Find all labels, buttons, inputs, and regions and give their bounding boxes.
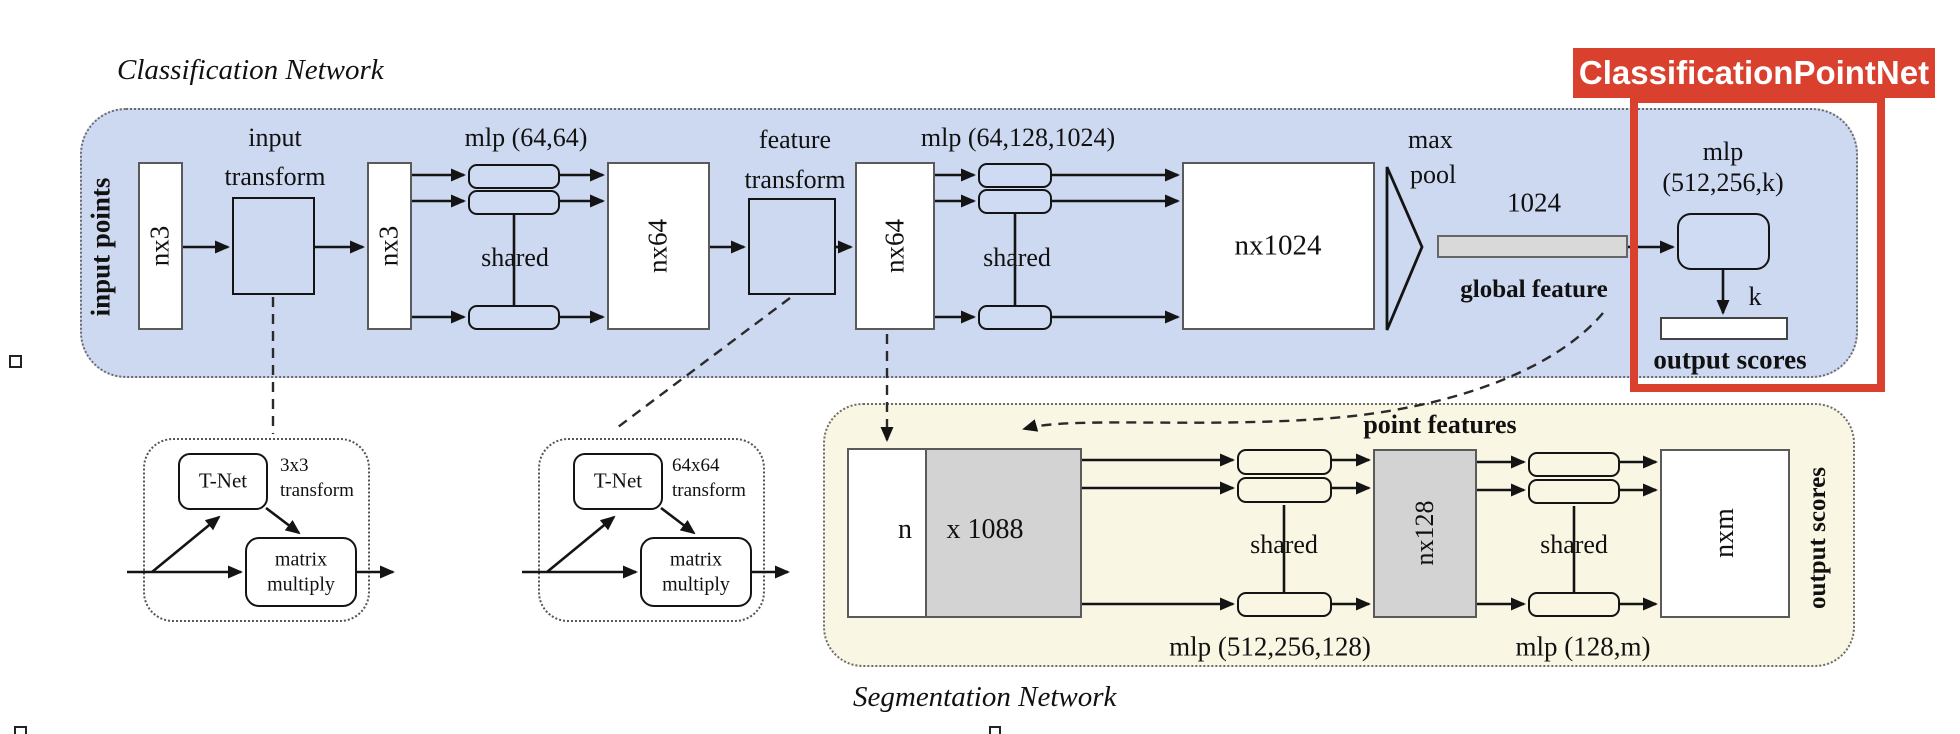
mlp-layer-box: [978, 305, 1052, 330]
matrix-multiply-box-2-label-line2: multiply: [662, 573, 730, 596]
mlp-128-m-label: mlp (128,m): [1515, 631, 1651, 662]
segmentation-network-title: Segmentation Network: [853, 681, 1117, 713]
nx128-box: [1373, 449, 1477, 618]
matrix-multiply-box-2: [640, 537, 752, 607]
input-transform-box: [232, 197, 315, 295]
shared-label-3: shared: [1250, 530, 1318, 559]
mlp-512-256-k-label-line1: mlp: [1702, 137, 1744, 166]
point-features-label: point features: [1363, 410, 1517, 439]
max-pool-label-line1: max: [1408, 125, 1453, 154]
feature-transform-label-line2: transform: [744, 165, 846, 194]
nx1024-label: nx1024: [1234, 229, 1322, 262]
mlp-layer-box: [468, 305, 560, 330]
tnet-box-1: [178, 453, 268, 510]
tnet-box-2-label: T-Net: [593, 468, 643, 493]
tnet-box-2: [573, 453, 663, 510]
shared-label-2: shared: [983, 243, 1051, 272]
mlp-layer-box: [978, 189, 1052, 214]
stray-square-glyph: [989, 726, 1001, 734]
classification-pointnet-highlight-frame: [1630, 95, 1885, 392]
mlp-512-256-k-label-line2: (512,256,k): [1662, 168, 1784, 197]
nx1024-box: [1182, 162, 1375, 330]
mlp-layer-box: [1528, 592, 1620, 617]
shared-label-4: shared: [1540, 530, 1608, 559]
nx3-box-1: [138, 162, 183, 330]
input-transform-label-line1: input: [248, 123, 302, 152]
mlp-layer-box: [1237, 449, 1332, 475]
matrix-multiply-box-1: [245, 537, 357, 607]
matrix-multiply-box-1-label-line2: multiply: [267, 573, 335, 596]
n-box: [847, 448, 927, 618]
vector-1024-label: 1024: [1507, 187, 1561, 218]
nxm-box: [1660, 449, 1790, 618]
global-feature-label: global feature: [1460, 276, 1608, 303]
classifier-mlp-box: [1677, 213, 1770, 270]
shared-label-1: shared: [481, 243, 549, 272]
output-scores-bar: [1660, 317, 1788, 340]
mlp-layer-box: [468, 190, 560, 215]
seg-output-scores-label: output scores: [1804, 467, 1831, 609]
stray-square-glyph: [14, 726, 27, 734]
mlp-layer-box: [1237, 477, 1332, 503]
nx64-box-2: [855, 162, 935, 330]
x1088-label: x 1088: [946, 514, 1024, 545]
nx3-box-2: [367, 162, 412, 330]
output-scores-label: output scores: [1653, 344, 1807, 375]
mlp-512-256-128-label: mlp (512,256,128): [1169, 631, 1371, 662]
input-transform-label-line2: transform: [224, 162, 326, 191]
mlp-64-64-label: mlp (64,64): [464, 123, 588, 152]
feature-transform-label-line1: feature: [758, 125, 832, 154]
transform-64x64-label-line2: transform: [672, 480, 746, 501]
nx3-box-2-label: nx3: [373, 225, 404, 267]
feature-transform-box: [748, 198, 836, 295]
stray-square-glyph: [9, 355, 22, 368]
nx64-box-1-label: nx64: [642, 219, 673, 273]
nxm-label: nxm: [1709, 508, 1740, 558]
mlp-layer-box: [1237, 592, 1332, 617]
nx3-box-1-label: nx3: [144, 225, 175, 267]
classification-pointnet-badge: ClassificationPointNet: [1573, 48, 1935, 98]
mlp-layer-box: [1528, 452, 1620, 477]
mlp-layer-box: [1528, 479, 1620, 504]
max-pool-label-line2: pool: [1410, 160, 1457, 189]
mlp-64-128-1024-label: mlp (64,128,1024): [920, 123, 1116, 152]
transform-3x3-label-line2: transform: [280, 480, 354, 501]
global-feature-bar: [1437, 235, 1628, 258]
mlp-layer-box: [978, 163, 1052, 188]
transform-3x3-label-line1: 3x3: [280, 455, 309, 476]
matrix-multiply-box-2-label-line1: matrix: [669, 548, 723, 571]
tnet-box-1-label: T-Net: [198, 468, 248, 493]
n-label: n: [898, 514, 912, 545]
input-points-label: input points: [85, 177, 116, 317]
transform-64x64-label-line1: 64x64: [672, 455, 720, 476]
nx64-box-2-label: nx64: [879, 219, 910, 273]
matrix-multiply-box-1-label-line1: matrix: [274, 548, 328, 571]
mlp-layer-box: [468, 164, 560, 189]
x1088-box: [925, 448, 1082, 618]
classification-network-title: Classification Network: [117, 54, 384, 86]
nx128-label: nx128: [1410, 500, 1439, 566]
classification-pointnet-badge-label: ClassificationPointNet: [1578, 54, 1930, 91]
k-label: k: [1748, 282, 1762, 311]
